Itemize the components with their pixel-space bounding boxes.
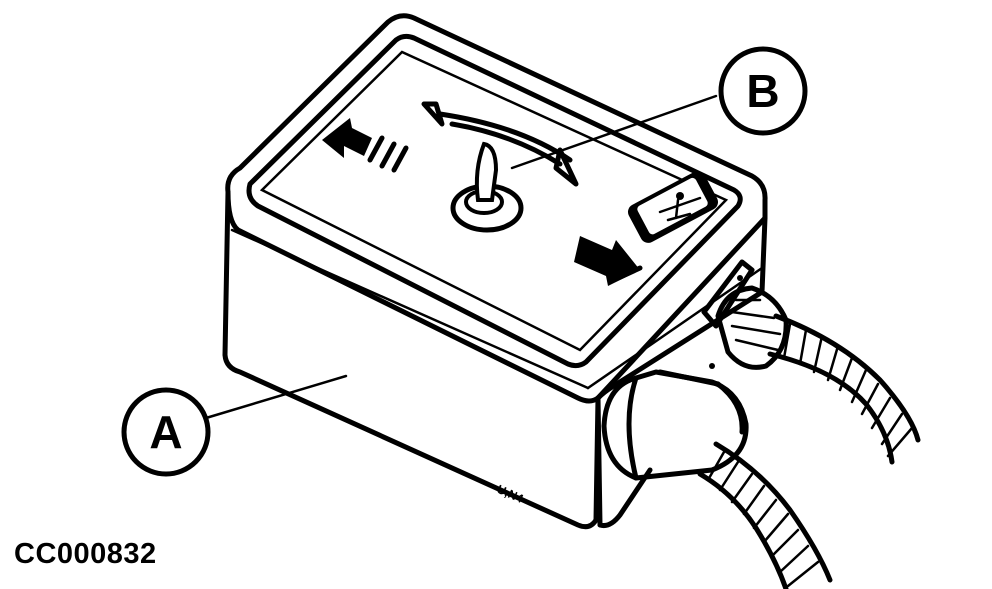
control-box-lid: [225, 13, 768, 404]
curved-double-arrow-icon: [421, 101, 579, 187]
callout-b-label: B: [746, 65, 779, 117]
toggle-switch: [450, 141, 524, 233]
callout-a-label: A: [149, 406, 182, 458]
plug-connector: [601, 369, 749, 481]
box-code-marking: U,N4: [495, 482, 526, 506]
figure-id: CC000832: [14, 538, 157, 570]
operator-symbol-icon: [627, 171, 719, 243]
right-arrow-symbol: [574, 236, 643, 286]
upper-cable: [767, 313, 921, 465]
callout-a: A: [121, 374, 348, 477]
callout-b: B: [510, 46, 808, 170]
lower-cable: [697, 441, 833, 589]
left-arrow-symbol: [322, 118, 409, 173]
